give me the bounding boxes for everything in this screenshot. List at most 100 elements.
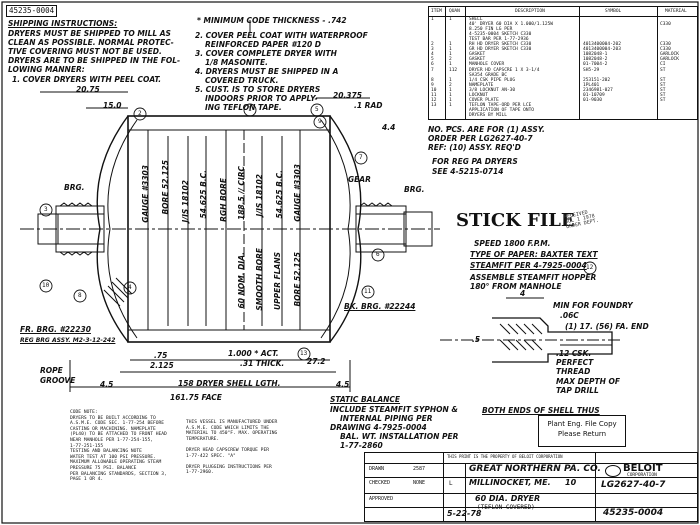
- note-line: MATERIAL TO 450°F. MAX. OPERATING: [186, 431, 278, 437]
- bom-cell: 253151-202: [583, 77, 611, 83]
- bom-cell: LOCKNUT: [469, 92, 488, 98]
- bom-cell: SA354 GRADE BC: [469, 72, 507, 78]
- bom-cell: 8: [431, 77, 434, 83]
- dim-thick: .31 THICK.: [240, 359, 285, 368]
- bom-header-row: ITEM QUAN DESCRIPTION SYMBOL MATERIAL: [429, 7, 697, 17]
- bom-cell: COVER PLATE: [469, 97, 499, 103]
- bom-cell: C330: [660, 42, 671, 48]
- balloon-2: 2: [138, 110, 142, 117]
- shipping-instructions-title: SHIPPING INSTRUCTIONS:: [8, 19, 118, 28]
- dim-smooth-bore: SMOOTH BORE: [255, 248, 264, 311]
- instruction-line: INDOORS PRIOR TO APPLY-: [205, 94, 318, 103]
- min-code-thickness: * MINIMUM CODE THICKNESS - .742: [197, 16, 347, 25]
- bom-cell: GARLOCK: [660, 57, 679, 63]
- note-line: PRESSURE 75 PSI. BALANCE: [70, 465, 137, 471]
- assy-note: NO. PCS. ARE FOR (1) ASSY.: [428, 125, 545, 134]
- bom-row: DRYERS BY MILL: [429, 113, 697, 118]
- balloon-6: 6: [376, 251, 380, 258]
- dim-bore-left: BORE 52.125: [161, 160, 170, 215]
- thread-note: .06C: [560, 311, 579, 320]
- dim-bore-right: BORE 52.125: [293, 252, 302, 307]
- balloon-7: 7: [359, 154, 363, 161]
- dim-5: .5: [472, 335, 481, 344]
- bom-cell: C330: [660, 47, 671, 53]
- reg-pa-note: FOR REG PA DRYERS: [432, 157, 518, 166]
- assy-note: ORDER PER LG2627-40-7: [428, 134, 533, 143]
- instruction-line: 4. DRYERS MUST BE SHIPPED IN A: [195, 67, 339, 76]
- plant-eng-file-copy-stamp: Plant Eng. File Copy Please Return: [538, 415, 626, 447]
- dim-rgh-bore: RGH BORE: [219, 178, 228, 222]
- bom-cell: ST: [660, 92, 666, 98]
- note-line: TESTING AND BALANCING NOTE: [70, 449, 142, 455]
- bom-cell: 01-9030: [583, 97, 602, 103]
- thread-note: PERFECT: [556, 358, 594, 367]
- dim-4: 4: [520, 289, 526, 298]
- static-balance-title: STATIC BALANCE: [330, 395, 401, 404]
- bom-cell: CI: [660, 62, 666, 68]
- bom-cell: NAMEPLATE: [469, 82, 494, 88]
- thread-note: THREAD: [556, 367, 591, 376]
- reg-bearing-callout: REG BRG ASSY. M2-3-12-242: [20, 337, 116, 344]
- bom-cell: RH HD DRYER SKETCH C330: [469, 42, 532, 48]
- bom-cell: 40' DRYER 60 DIA X 1.000/1.125W: [469, 22, 553, 28]
- bom-cell: 1: [449, 92, 452, 98]
- note-line: THIS VESSEL IS MANUFACTURED UNDER: [186, 420, 278, 425]
- bom-cell: 01-10709: [583, 92, 605, 98]
- bom-cell: TEST BAR PER 1-77-2936: [469, 37, 529, 43]
- static-balance-line: BAL. WT. INSTALLATION PER: [340, 432, 459, 441]
- bom-cell: ST: [660, 87, 666, 93]
- dim-20-375: 20.375: [333, 91, 362, 100]
- dim-nom-dia: 60 NOM. DIA.: [237, 252, 246, 309]
- bom-cell: 1: [431, 17, 434, 22]
- bom-cell: 8.250 FIN LG PER: [469, 27, 513, 33]
- dim-bc-right: 54.625 B.C.: [275, 170, 284, 219]
- note-line: PAGE 1 OR 4.: [70, 477, 104, 483]
- bom-row: TEST BAR PER 1-77-2936: [429, 37, 697, 42]
- note-line: 1-77-422 SPEC. "A": [186, 453, 236, 459]
- checked-label: CHECKED: [369, 480, 391, 486]
- machine-number: 10: [565, 478, 577, 487]
- customer-location: MILLINOCKET, ME.: [469, 478, 551, 487]
- drawing-number-top: 45235-0004: [6, 5, 58, 17]
- bom-header: QUAN: [449, 9, 460, 14]
- sheet-letter: L: [449, 480, 453, 487]
- dim-20-75: 20.75: [76, 85, 100, 94]
- balloon-1: 1: [248, 106, 252, 113]
- bom-cell: GASKET: [469, 52, 486, 58]
- customer-name: GREAT NORTHERN PA. CO.: [469, 464, 601, 474]
- spec-line: TYPE OF PAPER: BAXTER TEXT: [470, 250, 598, 259]
- note-line: CODE NOTE:: [70, 410, 98, 415]
- bom-cell: 5: [431, 57, 434, 63]
- bom-row: 4-5235-0004 SKETCH C330: [429, 32, 697, 37]
- dim-15-0: 15.0: [103, 101, 122, 110]
- thread-note: .12 CSK.: [556, 349, 592, 358]
- bom-cell: 1: [449, 47, 452, 53]
- spec-line: 180° FROM MANHOLE: [470, 282, 562, 291]
- static-balance-line: INCLUDE STEAMFIT SYPHON &: [330, 405, 458, 414]
- static-balance-line: INTERNAL PIPING PER: [340, 414, 433, 423]
- bom-cell: 4: [431, 52, 434, 58]
- bom-cell: 1082048-2: [583, 57, 608, 63]
- stick-file-stamp: STICK FILE: [456, 210, 575, 231]
- code-notes: CODE NOTE:DRYERS TO BE BUILT ACCORDING T…: [70, 410, 167, 483]
- dim-4-5-right: 4.5: [336, 380, 350, 389]
- bom-cell: 2346981-027: [583, 87, 613, 93]
- issue-number: 2587: [413, 466, 426, 472]
- balloon-8: 8: [78, 292, 82, 299]
- dim-4-5-left: 4.5: [100, 380, 114, 389]
- drawing-subtitle: (TEFLON COVERED): [477, 504, 535, 511]
- bom-cell: 6: [431, 62, 434, 68]
- company-subtitle: CORPORATION: [627, 473, 657, 478]
- assy-note: REF: (10) ASSY. REQ'D: [428, 143, 521, 152]
- instruction-line: CLEAN AS POSSIBLE. NORMAL PROTEC-: [8, 38, 174, 47]
- bom-cell: 1: [449, 87, 452, 93]
- bom-cell: 1: [449, 102, 452, 108]
